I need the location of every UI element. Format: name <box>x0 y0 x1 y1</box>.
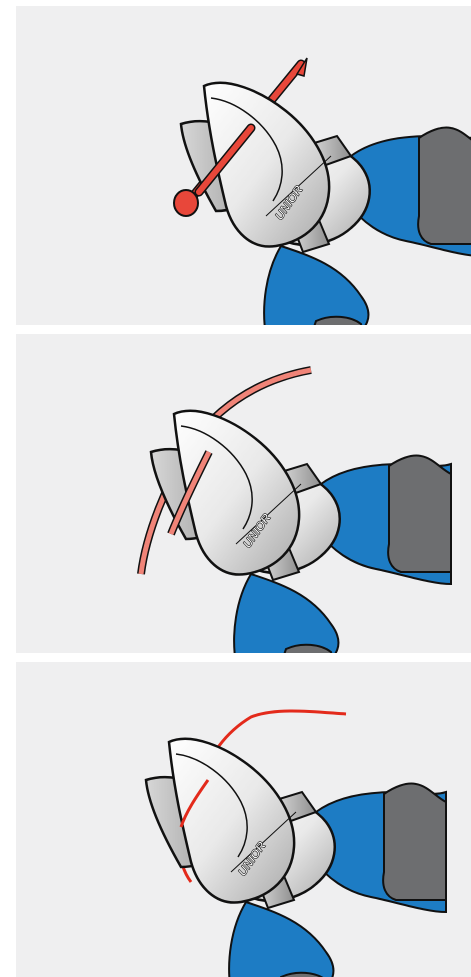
pliers-icon <box>146 739 446 977</box>
pliers-cutting-thick-wire-illustration: UNIOR <box>16 334 471 653</box>
panel-thick-wire: UNIOR <box>16 334 471 653</box>
panel-nail: UNIOR <box>16 6 471 325</box>
pliers-cutting-thin-wire-illustration: UNIOR <box>16 662 471 977</box>
pliers-icon <box>151 411 451 653</box>
panel-thin-wire: UNIOR <box>16 662 471 977</box>
pliers-cutting-nail-illustration: UNIOR <box>16 6 471 325</box>
pliers-icon <box>181 83 471 325</box>
